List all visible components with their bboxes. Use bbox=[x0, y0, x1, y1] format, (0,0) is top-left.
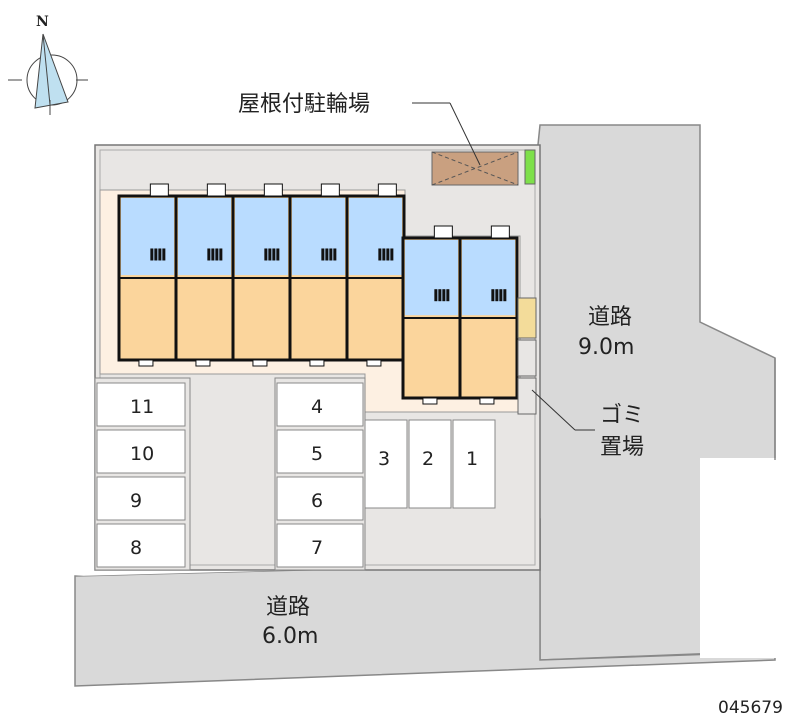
parking-space-number: 6 bbox=[311, 490, 323, 512]
apartment-building bbox=[117, 183, 519, 405]
parking-space-number: 7 bbox=[311, 537, 323, 559]
parking-space-number: 5 bbox=[311, 443, 323, 465]
parking-space: 8 bbox=[96, 523, 186, 568]
parking-space: 10 bbox=[96, 429, 186, 474]
apartment-unit bbox=[231, 183, 292, 367]
garbage-area bbox=[517, 297, 537, 415]
parking-space-number: 4 bbox=[311, 396, 323, 418]
bottom-road-width: 6.0m bbox=[262, 624, 318, 649]
garbage-label-line2: 置場 bbox=[600, 435, 644, 460]
bicycle-parking-label: 屋根付駐輪場 bbox=[238, 92, 370, 117]
parking-space: 11 bbox=[96, 382, 186, 427]
parking-space-number: 2 bbox=[422, 448, 434, 470]
parking-space: 3 bbox=[364, 419, 408, 509]
parking-space: 4 bbox=[276, 382, 364, 427]
parking-space-number: 9 bbox=[130, 490, 142, 512]
north-label: N bbox=[36, 14, 49, 30]
parking-space-number: 3 bbox=[378, 448, 390, 470]
garbage-label-line1: ゴミ bbox=[600, 403, 644, 428]
right-road-name: 道路 bbox=[588, 305, 632, 330]
parking-space-number: 11 bbox=[130, 396, 154, 418]
parking-space: 1 bbox=[452, 419, 496, 509]
parking-space: 6 bbox=[276, 476, 364, 521]
property-code: 045679 bbox=[718, 698, 783, 718]
parking-space: 7 bbox=[276, 523, 364, 568]
apartment-unit bbox=[117, 183, 178, 367]
parking-space-number: 1 bbox=[466, 448, 478, 470]
covered-bicycle-parking bbox=[431, 149, 536, 186]
right-road-width: 9.0m bbox=[578, 335, 634, 360]
parking-space: 2 bbox=[408, 419, 452, 509]
apartment-unit bbox=[401, 225, 462, 405]
parking-space-number: 8 bbox=[130, 537, 142, 559]
north-arrow-icon bbox=[8, 33, 88, 115]
apartment-unit bbox=[288, 183, 349, 367]
parking-space-number: 10 bbox=[130, 443, 154, 465]
parking-lot: 11 10 9 8 4 5 6 7 3 2 1 bbox=[96, 382, 496, 568]
apartment-unit bbox=[458, 225, 519, 405]
apartment-unit bbox=[345, 183, 406, 367]
parking-space: 5 bbox=[276, 429, 364, 474]
parking-space: 9 bbox=[96, 476, 186, 521]
apartment-unit bbox=[174, 183, 235, 367]
bottom-road-name: 道路 bbox=[266, 595, 310, 620]
